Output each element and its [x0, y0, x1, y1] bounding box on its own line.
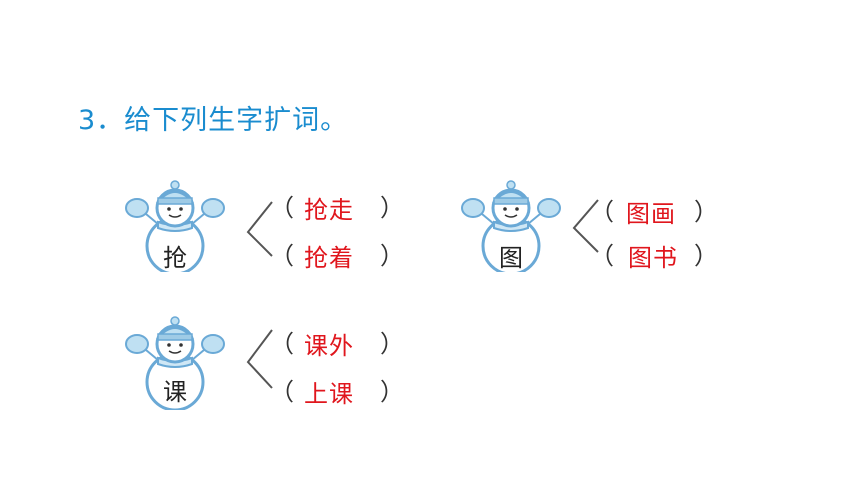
answer-word: 抢走 [304, 196, 354, 224]
answer-word: 图书 [628, 244, 678, 272]
exercise-title: 3．给下列生字扩词。 [78, 105, 349, 136]
paren-open: （ [270, 194, 294, 222]
target-character: 图 [499, 244, 523, 272]
snowman-icon [122, 310, 234, 410]
bracket-branch-icon [572, 199, 599, 253]
paren-open: （ [270, 242, 294, 270]
snowman-icon [122, 176, 234, 272]
target-character: 抢 [163, 244, 187, 272]
target-character: 课 [163, 378, 187, 406]
paren-open: （ [590, 242, 614, 270]
answer-word: 图画 [626, 200, 676, 228]
answer-word: 课外 [304, 332, 354, 360]
word-group-1: 抢 （ 抢走 ） （ 抢着 ） [122, 176, 422, 286]
paren-open: （ [270, 330, 294, 358]
paren-close: ） [694, 198, 718, 226]
bracket-branch-icon [246, 201, 273, 257]
bracket-branch-icon [246, 329, 273, 389]
paren-open: （ [270, 378, 294, 406]
word-group-3: 课 （ 课外 ） （ 上课 ） [122, 310, 422, 420]
paren-close: ） [694, 242, 718, 270]
snowman-icon [458, 176, 570, 272]
answer-word: 上课 [304, 380, 354, 408]
word-group-2: 图 （ 图画 ） （ 图书 ） [458, 176, 758, 286]
paren-close: ） [380, 330, 404, 358]
answer-word: 抢着 [304, 244, 354, 272]
paren-close: ） [380, 242, 404, 270]
paren-close: ） [380, 378, 404, 406]
paren-open: （ [590, 198, 614, 226]
paren-close: ） [380, 194, 404, 222]
